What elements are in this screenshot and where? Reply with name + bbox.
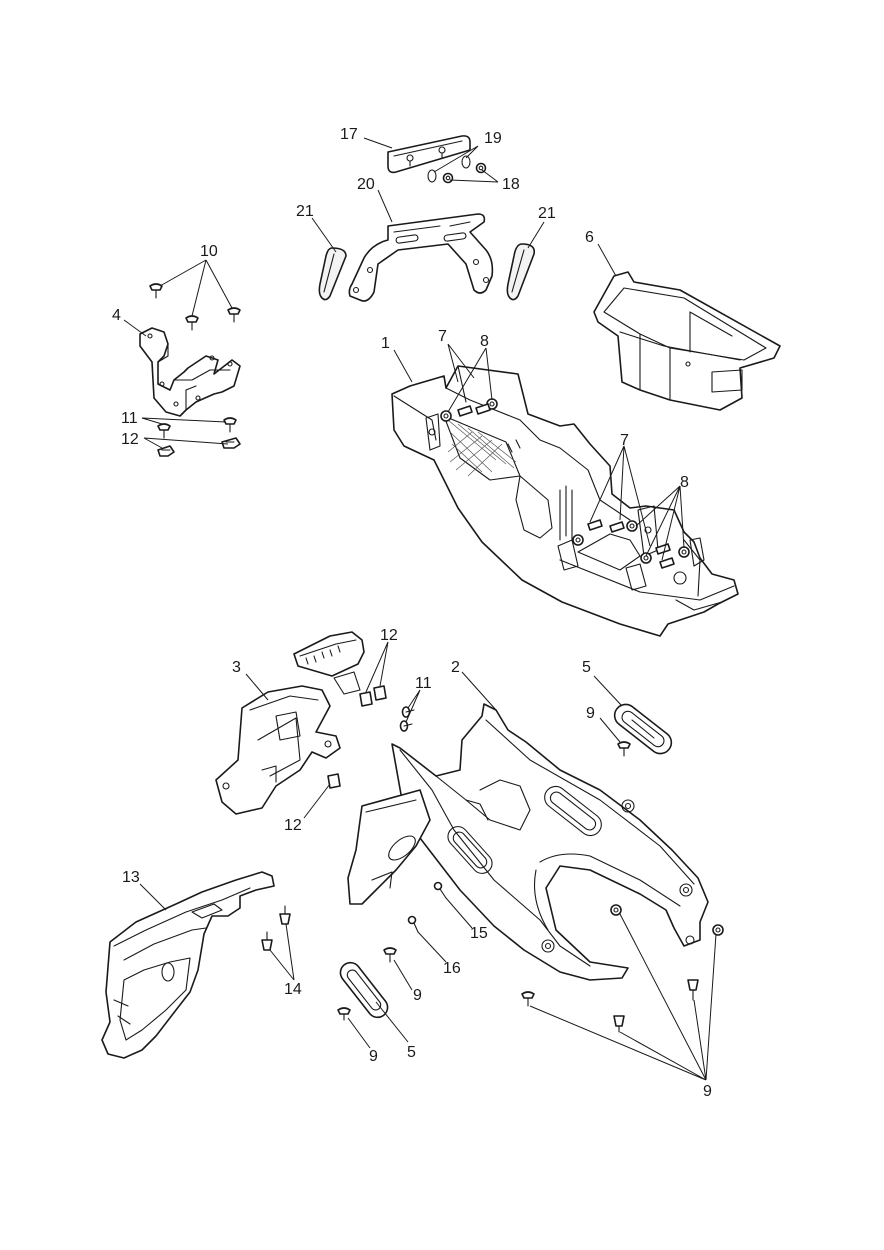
- callout-7-upper: 7: [438, 328, 447, 345]
- callout-15: 15: [470, 925, 488, 942]
- part-4-bracket: [139, 327, 241, 417]
- part-14-fasteners: [261, 905, 291, 951]
- part-7-8-fixings-lower: [572, 519, 690, 569]
- callout-21-right: 21: [538, 205, 556, 222]
- part-9-fasteners: [337, 741, 724, 1033]
- part-11-screws-middle: [399, 706, 415, 732]
- callout-9-upper: 9: [586, 705, 595, 722]
- callout-7-lower: 7: [620, 432, 629, 449]
- part-12-clip-lower: [327, 773, 341, 789]
- part-12-clips-middle: [359, 685, 387, 707]
- callout-5-lower: 5: [407, 1044, 416, 1061]
- callout-14: 14: [284, 981, 302, 998]
- part-10-bolts: [149, 283, 241, 331]
- part-17-plate-light: [387, 135, 471, 174]
- callout-3: 3: [232, 659, 241, 676]
- part-16-screw: [407, 915, 419, 933]
- callout-4: 4: [112, 307, 121, 324]
- part-12-clips-upper: [157, 437, 241, 457]
- part-18-nuts: [442, 162, 487, 184]
- callout-2: 2: [451, 659, 460, 676]
- part-3-inner-guard: [215, 631, 365, 815]
- callout-11-upper: 11: [121, 410, 138, 427]
- callout-6: 6: [585, 229, 594, 246]
- part-5-grommet-lower: [339, 961, 389, 1019]
- callout-8-upper: 8: [480, 333, 489, 350]
- callout-17: 17: [340, 126, 358, 143]
- callout-1: 1: [381, 335, 390, 352]
- part-11-screws-upper: [157, 417, 237, 439]
- part-21-reflector-right: [506, 243, 536, 301]
- part-15-screw: [433, 881, 447, 899]
- callout-10: 10: [200, 243, 218, 260]
- callout-13: 13: [122, 869, 140, 886]
- side-panel-left: [347, 789, 431, 905]
- callout-9-right: 9: [703, 1083, 712, 1100]
- callout-12-lower: 12: [284, 817, 302, 834]
- part-5-grommet-upper: [613, 703, 673, 755]
- callout-16: 16: [443, 960, 461, 977]
- callout-20: 20: [357, 176, 375, 193]
- callout-18: 18: [502, 176, 520, 193]
- callout-21-left: 21: [296, 203, 314, 220]
- part-13-side-cover: [101, 871, 275, 1059]
- callout-9-lower: 9: [369, 1048, 378, 1065]
- callout-9-middle: 9: [413, 987, 422, 1004]
- callout-19: 19: [484, 130, 502, 147]
- callout-5-upper: 5: [582, 659, 591, 676]
- part-1-undertray: [391, 365, 739, 637]
- part-21-reflector-left: [318, 247, 347, 301]
- leader-lines: [123, 137, 717, 1081]
- part-19-o-rings: [427, 155, 471, 183]
- callout-12-middle: 12: [380, 627, 398, 644]
- callout-8-lower: 8: [680, 474, 689, 491]
- part-20-plate-bracket: [348, 213, 494, 302]
- part-2-rear-panel: [391, 703, 709, 981]
- callout-11-middle: 11: [415, 675, 432, 692]
- callout-labels: 17 19 18 20 21 21 6 10 4 1 7 8 11 12 7 8…: [112, 126, 712, 1100]
- part-7-8-fixings-upper: [440, 398, 498, 422]
- part-6-storage-tray: [593, 271, 781, 411]
- callout-12-upper: 12: [121, 431, 139, 448]
